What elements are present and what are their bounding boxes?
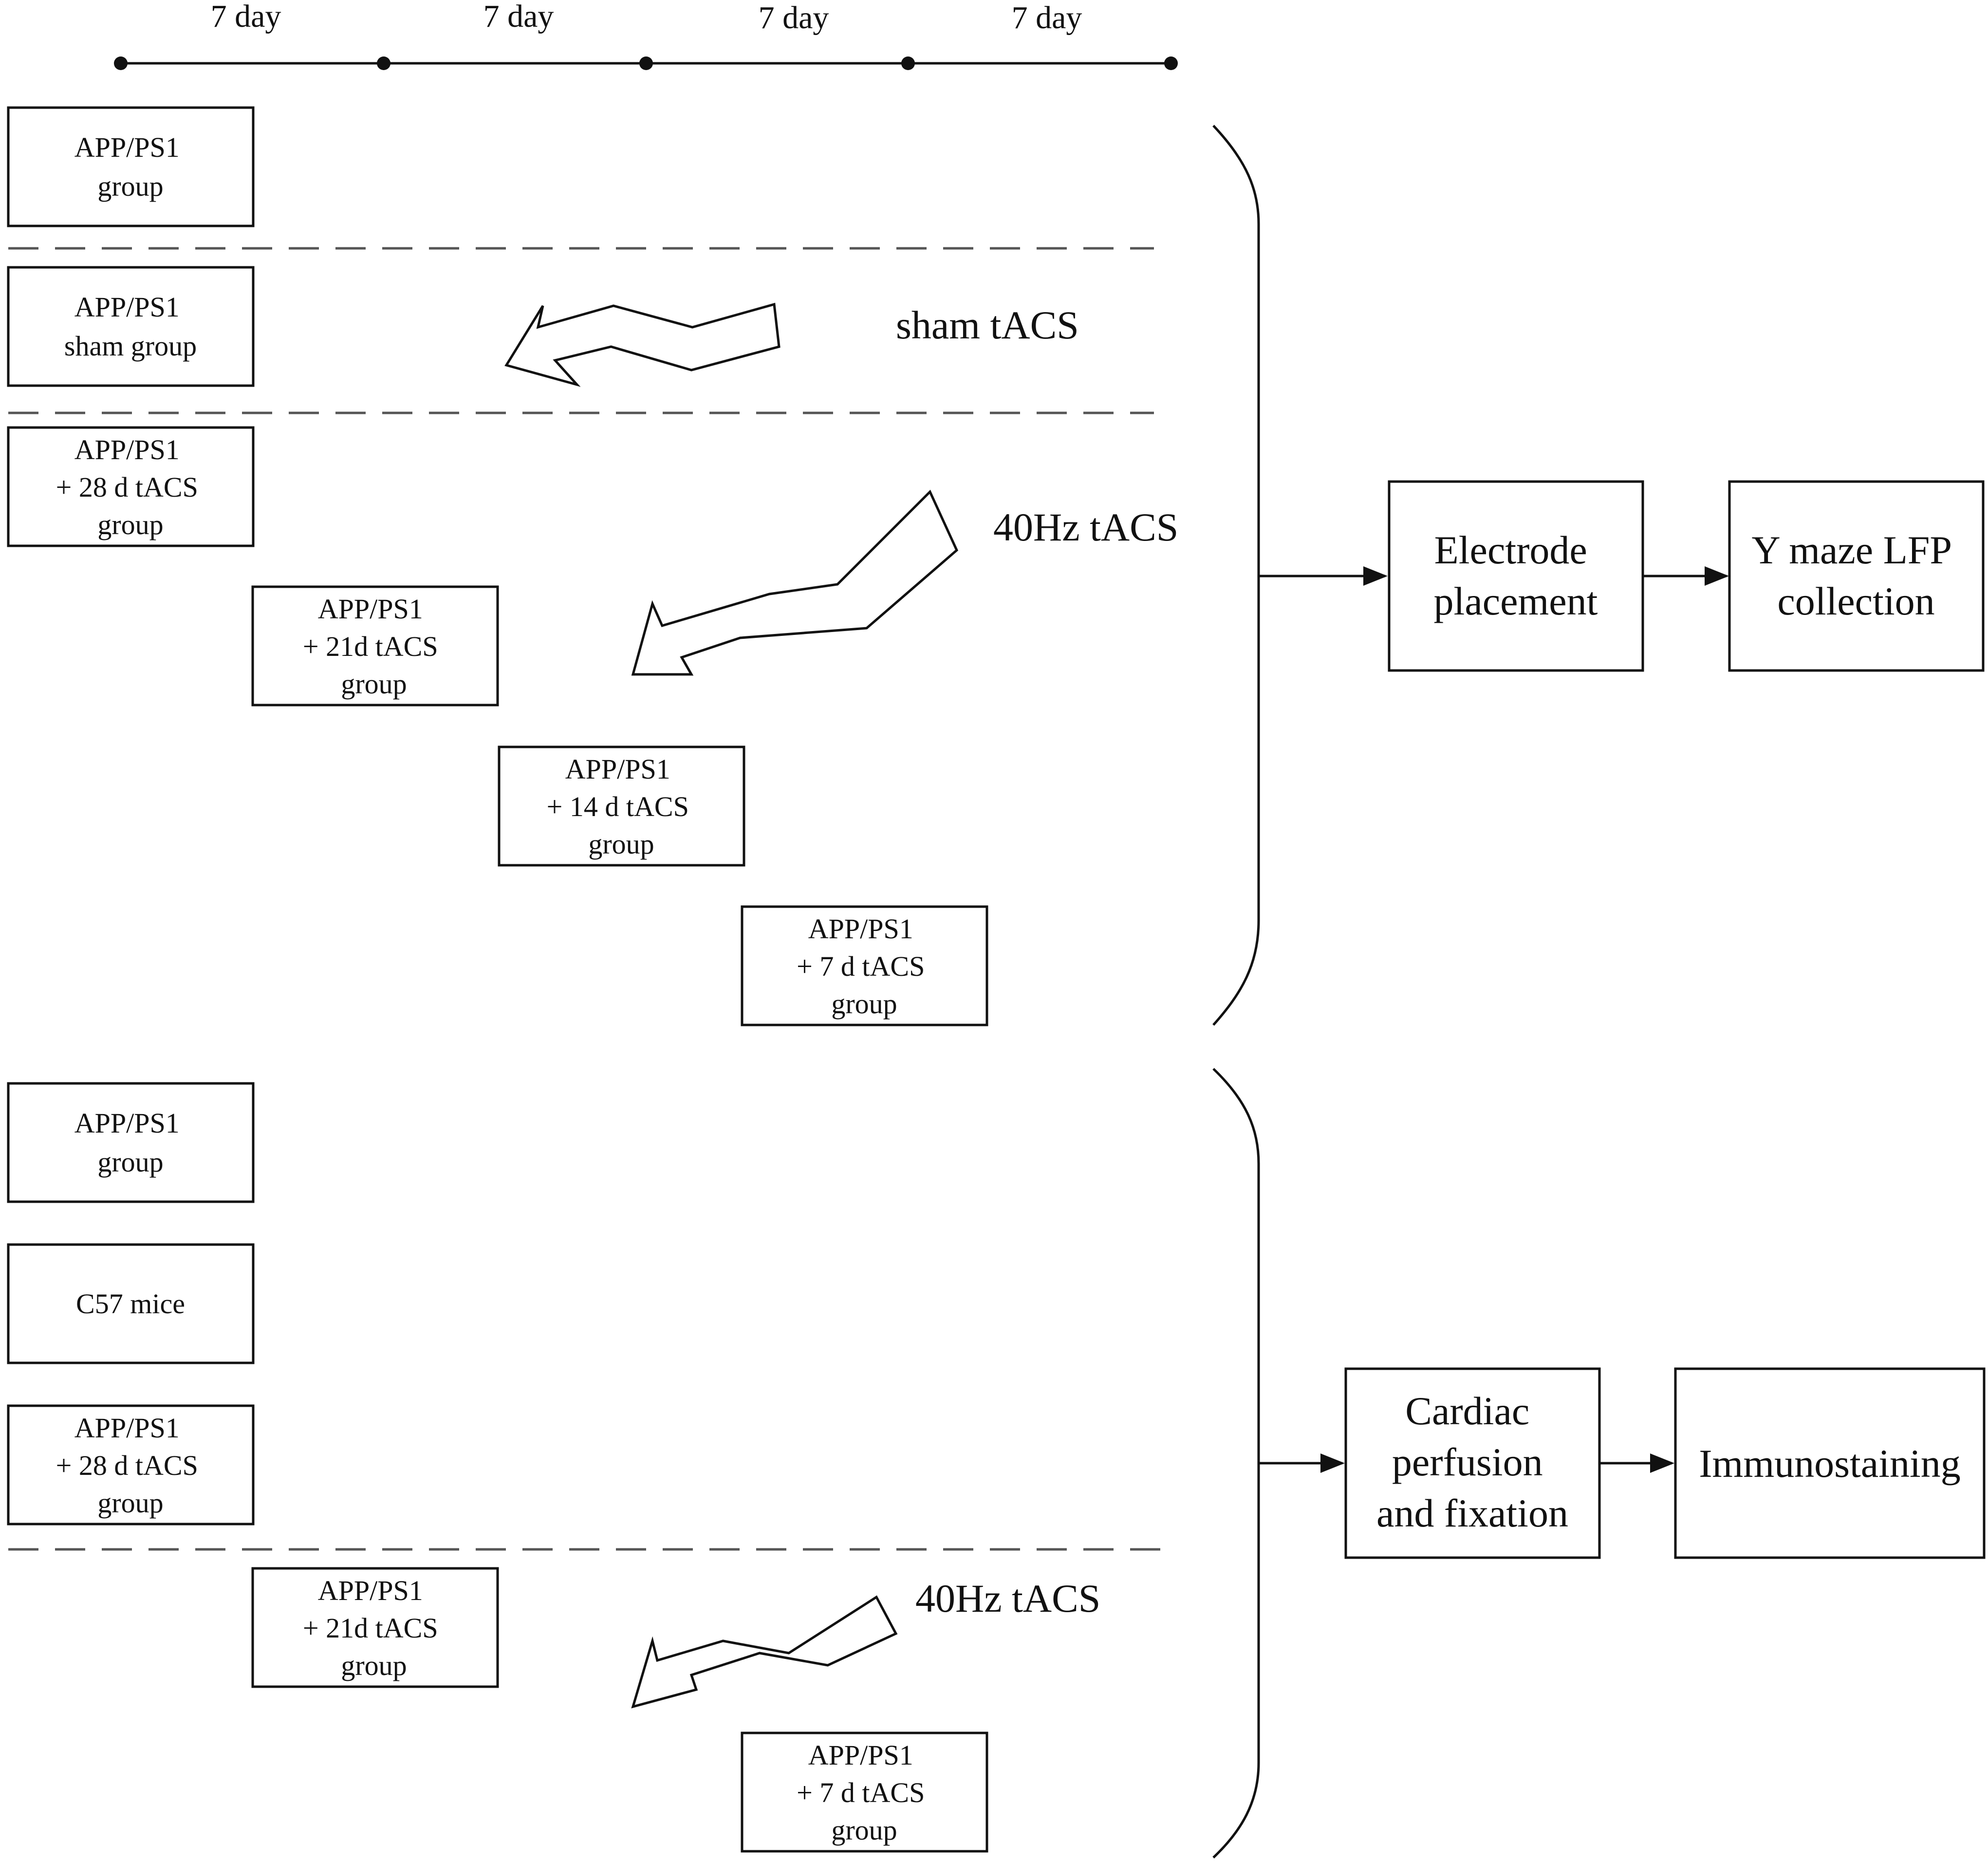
step-line: Immunostaining — [1699, 1441, 1961, 1486]
immunostaining-box: Immunostaining — [1674, 1367, 1986, 1559]
top-cohort: APP/PS1 group APP/PS1 sham group APP/PS1… — [7, 106, 1260, 1026]
tacs-zigzag-arrow-bottom — [631, 1595, 898, 1709]
timeline-interval-1: 7 day — [211, 0, 281, 34]
svg-text:APP/PS1 group: APP/PS1 group — [74, 1107, 187, 1178]
group-box-line: APP/PS1 — [808, 913, 913, 945]
group-box-line: APP/PS1 — [565, 753, 670, 785]
sham-zigzag-arrow — [504, 302, 780, 387]
svg-text:APP/PS1 + 14 d tACS: APP/PS1 + 14 d tACS group — [547, 753, 696, 860]
bottom-cohort: APP/PS1 group C57 mice APP/PS1 + 28 d tA… — [7, 1068, 1260, 1859]
timeline-tick-1 — [377, 56, 390, 70]
timeline-tick-4 — [1164, 56, 1178, 70]
sham-tacs-label: sham tACS — [896, 303, 1079, 347]
group-box-line: APP/PS1 — [74, 291, 180, 323]
group-box-line: APP/PS1 — [318, 1575, 423, 1606]
tacs-40hz-label-top: 40Hz tACS — [993, 505, 1178, 549]
group-box-app-ps1-14d: APP/PS1 + 14 d tACS group — [498, 745, 745, 867]
timeline-interval-3: 7 day — [759, 0, 829, 36]
group-box-line: + 14 d tACS — [547, 791, 689, 822]
group-box-line: + 21d tACS — [303, 1612, 438, 1644]
group-box-app-ps1-21d: APP/PS1 + 21d tACS group — [251, 1567, 499, 1688]
ymaze-lfp-box: Y maze LFP collection — [1728, 480, 1985, 672]
step-line: and fixation — [1376, 1491, 1568, 1535]
group-box-line: APP/PS1 — [74, 131, 180, 163]
bottom-pipeline: Cardiac perfusion and fixation Immunosta… — [1259, 1367, 1986, 1559]
group-box-line: + 7 d tACS — [797, 950, 925, 982]
group-box-line: + 7 d tACS — [797, 1777, 925, 1808]
group-box-line: group — [97, 1487, 163, 1519]
svg-text:APP/PS1 + 28 d tACS: APP/PS1 + 28 d tACS group — [56, 434, 205, 540]
group-box-app-ps1-7d: APP/PS1 + 7 d tACS group — [741, 1731, 988, 1853]
timeline-interval-2: 7 day — [483, 0, 554, 34]
timeline-tick-3 — [901, 56, 915, 70]
svg-text:APP/PS1 sham group: APP/PS1 sham group — [64, 291, 197, 362]
group-box-app-ps1-7d: APP/PS1 + 7 d tACS group — [741, 905, 988, 1026]
step-line: placement — [1434, 579, 1598, 623]
group-box-line: + 28 d tACS — [56, 471, 198, 503]
group-box-line: group — [831, 988, 897, 1020]
tacs-zigzag-arrow-top — [631, 489, 959, 676]
tacs-40hz-label-bottom: 40Hz tACS — [915, 1576, 1100, 1620]
bottom-brace — [1212, 1068, 1260, 1859]
timeline-tick-2 — [639, 56, 653, 70]
step-line: collection — [1777, 579, 1934, 623]
timeline-tick-0 — [114, 56, 128, 70]
group-box-line: + 28 d tACS — [56, 1450, 198, 1481]
svg-text:APP/PS1 + 28 d tACS: APP/PS1 + 28 d tACS group — [56, 1412, 205, 1519]
group-box-app-ps1: APP/PS1 group — [7, 106, 255, 227]
svg-text:APP/PS1 + 7 d tACS: APP/PS1 + 7 d tACS group — [797, 913, 932, 1020]
group-box-app-ps1-21d: APP/PS1 + 21d tACS group — [251, 585, 499, 707]
svg-text:APP/PS1 group: APP/PS1 group — [74, 131, 187, 202]
top-pipeline: Electrode placement Y maze LFP collectio… — [1259, 480, 1985, 672]
group-box-line: APP/PS1 — [808, 1739, 913, 1771]
svg-text:Immunostaining: Immunostaining — [1699, 1441, 1961, 1486]
group-box-line: + 21d tACS — [303, 631, 438, 662]
group-box-line: APP/PS1 — [318, 593, 423, 625]
svg-text:Y maze LFP collection: Y maze LFP collection — [1752, 528, 1961, 623]
step-line: Y maze LFP — [1752, 528, 1951, 572]
svg-text:Cardiac perfusion: Cardiac perfusion and fixation — [1376, 1389, 1568, 1535]
step-line: Cardiac — [1405, 1389, 1529, 1433]
group-box-line: group — [97, 170, 163, 202]
svg-text:Electrode placement: Electrode placement — [1434, 528, 1598, 623]
step-line: Electrode — [1434, 528, 1587, 572]
timeline: 7 day 7 day 7 day 7 day — [114, 0, 1178, 70]
group-box-line: sham group — [64, 330, 197, 362]
group-box-line: group — [97, 1146, 163, 1178]
group-box-c57: C57 mice — [7, 1243, 255, 1364]
group-box-app-ps1: APP/PS1 group — [7, 1082, 255, 1203]
group-box-app-ps1-sham: APP/PS1 sham group — [7, 266, 255, 387]
group-box-line: group — [341, 1650, 407, 1681]
electrode-placement-box: Electrode placement — [1388, 480, 1644, 672]
svg-text:APP/PS1 + 21d tACS: APP/PS1 + 21d tACS group — [303, 593, 445, 700]
svg-text:APP/PS1 + 21d tACS: APP/PS1 + 21d tACS group — [303, 1575, 445, 1681]
group-box-line: APP/PS1 — [74, 1412, 180, 1444]
step-line: perfusion — [1392, 1440, 1543, 1484]
group-box-line: group — [97, 509, 163, 540]
cardiac-perfusion-box: Cardiac perfusion and fixation — [1344, 1367, 1601, 1559]
group-box-app-ps1-28d: APP/PS1 + 28 d tACS group — [7, 1404, 255, 1526]
group-box-line: group — [831, 1814, 897, 1846]
group-box-line: APP/PS1 — [74, 434, 180, 465]
group-box-line: group — [588, 828, 654, 860]
group-box-app-ps1-28d: APP/PS1 + 28 d tACS group — [7, 426, 255, 547]
timeline-interval-4: 7 day — [1012, 0, 1082, 36]
group-box-line: C57 mice — [76, 1288, 185, 1320]
group-box-line: APP/PS1 — [74, 1107, 180, 1139]
group-box-line: group — [341, 668, 407, 700]
top-brace — [1212, 125, 1260, 1026]
svg-text:APP/PS1 + 7 d tACS: APP/PS1 + 7 d tACS group — [797, 1739, 932, 1846]
svg-text:C57 mice: C57 mice — [76, 1288, 185, 1320]
